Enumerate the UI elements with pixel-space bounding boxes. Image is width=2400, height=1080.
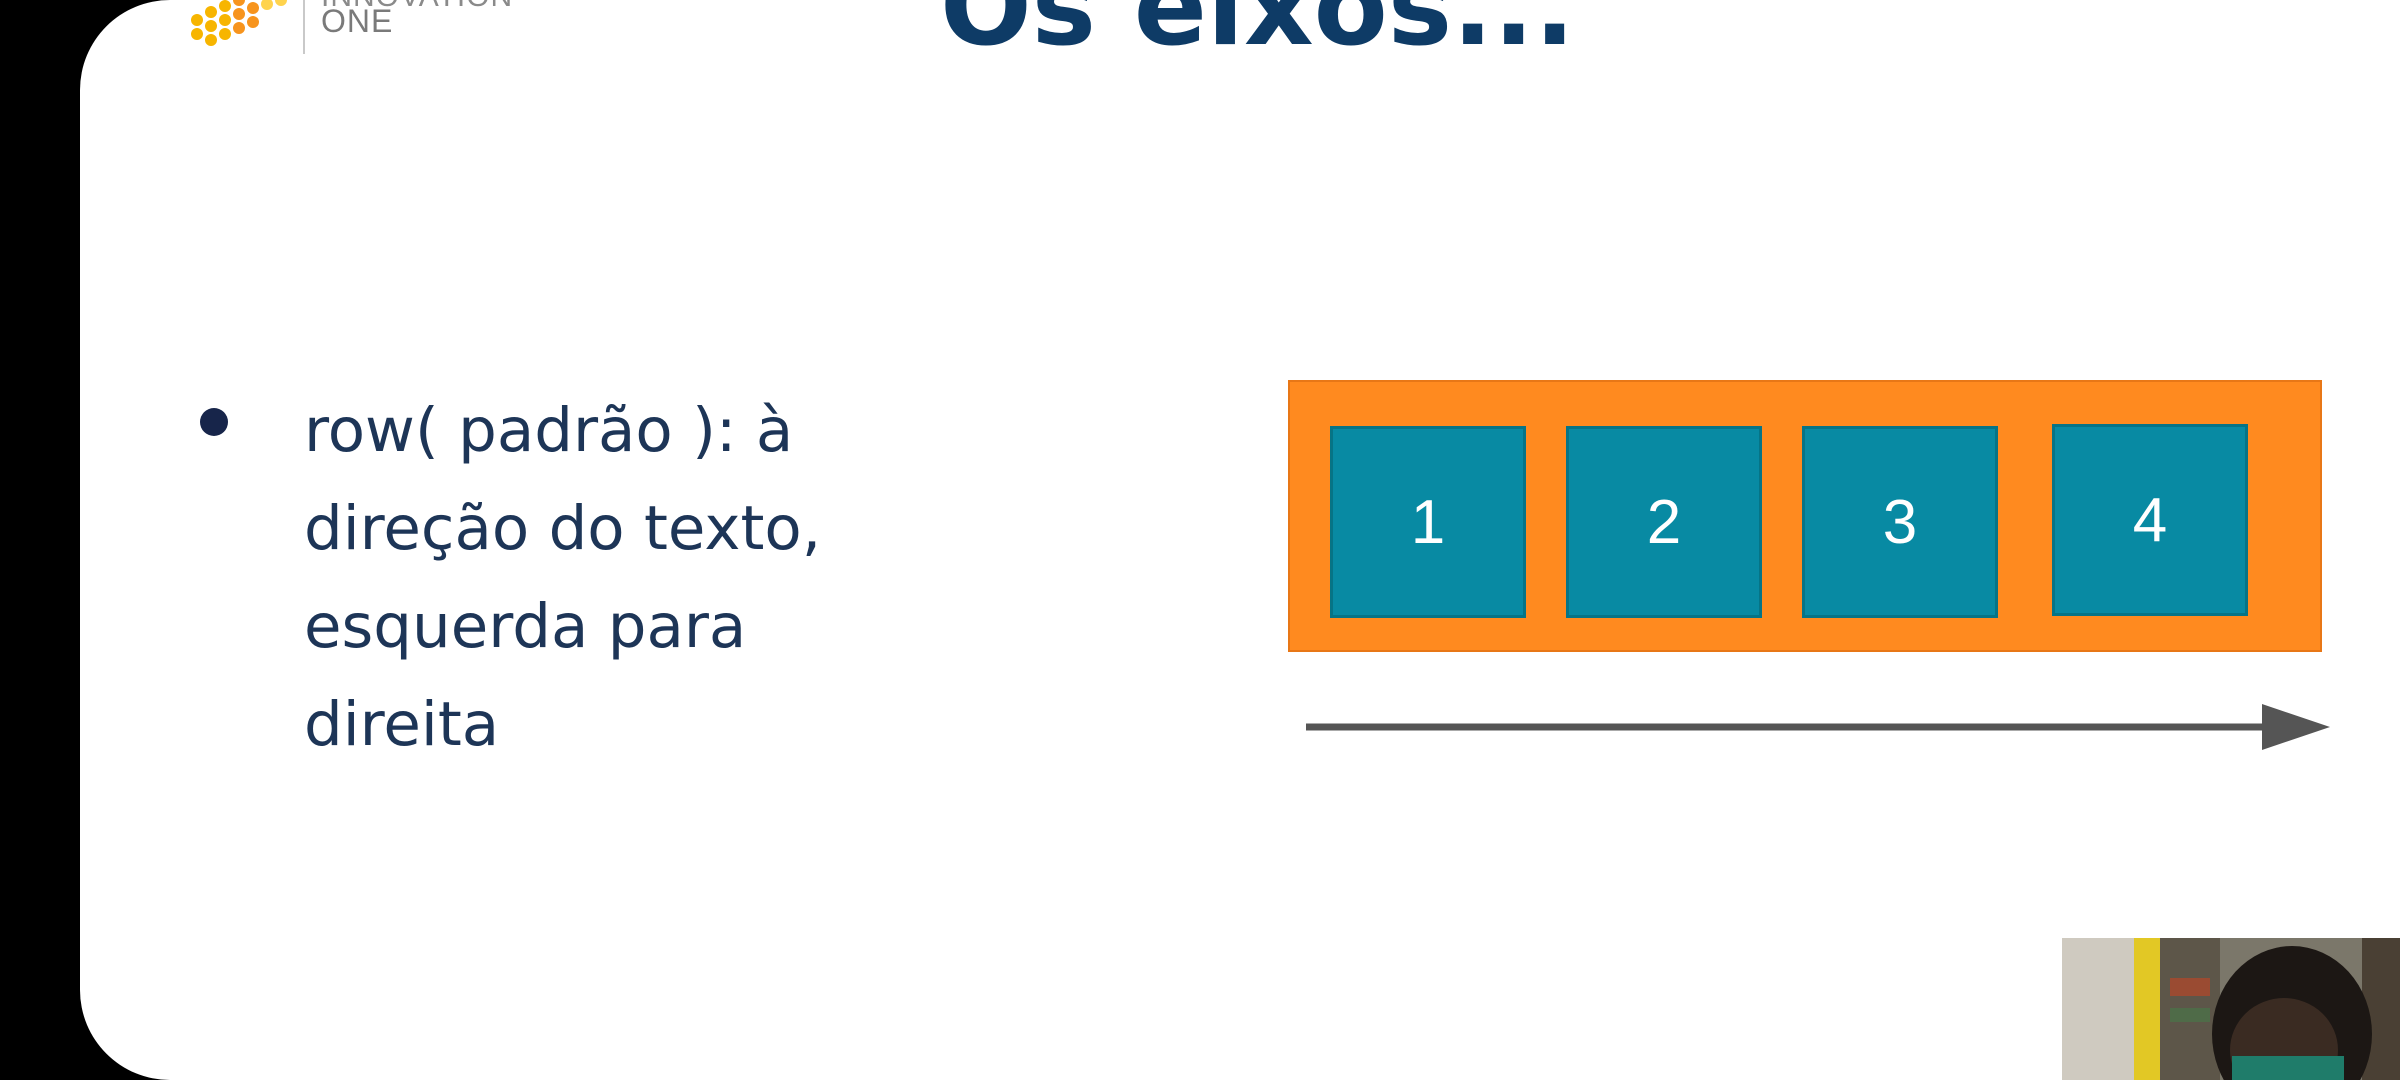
bullet-text: row( padrão ): à direção do texto, esque… bbox=[304, 395, 822, 760]
webcam-video-feed bbox=[2062, 938, 2400, 1080]
flex-item-4: 4 bbox=[2052, 424, 2248, 616]
flex-item-3: 3 bbox=[1802, 426, 1998, 618]
logo-text-innovation: INNOVATION bbox=[321, 0, 513, 12]
webcam-person-icon bbox=[2062, 938, 2400, 1080]
flex-item-2: 2 bbox=[1566, 426, 1762, 618]
presentation-slide: INNOVATION ONE Os eixos... row( padrão )… bbox=[80, 0, 2400, 1080]
logo-text-one: ONE bbox=[321, 3, 394, 39]
flex-container-diagram: 1 2 3 4 bbox=[1288, 380, 2322, 652]
slide-title: Os eixos... bbox=[940, 0, 1576, 70]
flex-item-1: 1 bbox=[1330, 426, 1526, 618]
direction-arrow-icon bbox=[1306, 704, 2330, 750]
logo-divider bbox=[303, 0, 305, 54]
bullet-dot-icon bbox=[200, 408, 228, 436]
innovation-one-logo: INNOVATION ONE bbox=[187, 0, 512, 62]
logo-honeycomb-icon bbox=[191, 0, 287, 46]
